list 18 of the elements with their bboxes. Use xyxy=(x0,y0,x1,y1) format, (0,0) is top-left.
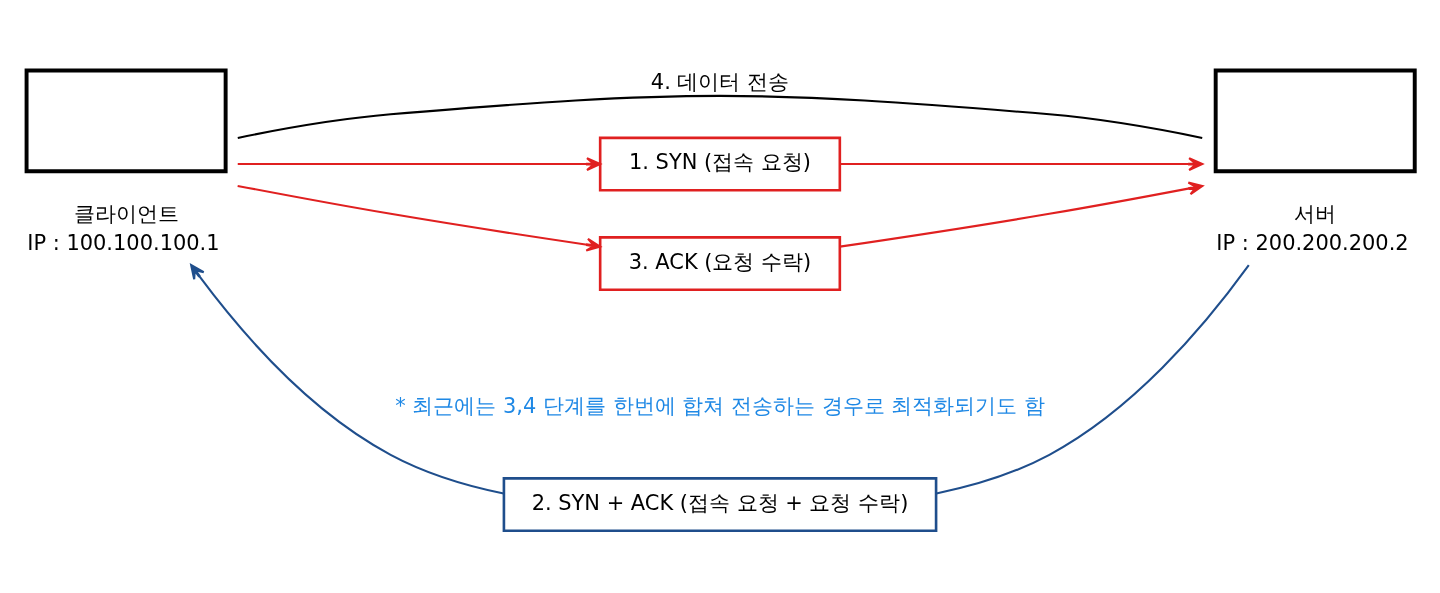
connector xyxy=(237,94,1203,139)
label: * 최근에는 3,4 단계를 한번에 합쳐 전송하는 경우로 최적화되기도 함 xyxy=(395,393,1045,418)
node-box: 2. SYN + ACK (접속 요청 + 요청 수락) xyxy=(502,476,938,532)
node-box: 3. ACK (요청 수락) xyxy=(598,235,842,291)
node-label: 서버 xyxy=(1294,201,1337,226)
node-label: IP : 200.200.200.2 xyxy=(1216,230,1409,255)
arrow xyxy=(840,156,1204,171)
arrow xyxy=(237,156,602,171)
node-box xyxy=(1213,67,1417,173)
connector xyxy=(936,264,1250,494)
arrow xyxy=(839,181,1204,248)
node-label: IP : 100.100.100.1 xyxy=(27,230,220,255)
node-box: 1. SYN (접속 요청) xyxy=(598,136,842,192)
arrow xyxy=(237,184,602,252)
node-box xyxy=(24,67,228,173)
edge-label: 4. 데이터 전송 xyxy=(650,69,790,94)
node-label: 클라이언트 xyxy=(74,201,180,226)
arrow xyxy=(190,263,504,494)
